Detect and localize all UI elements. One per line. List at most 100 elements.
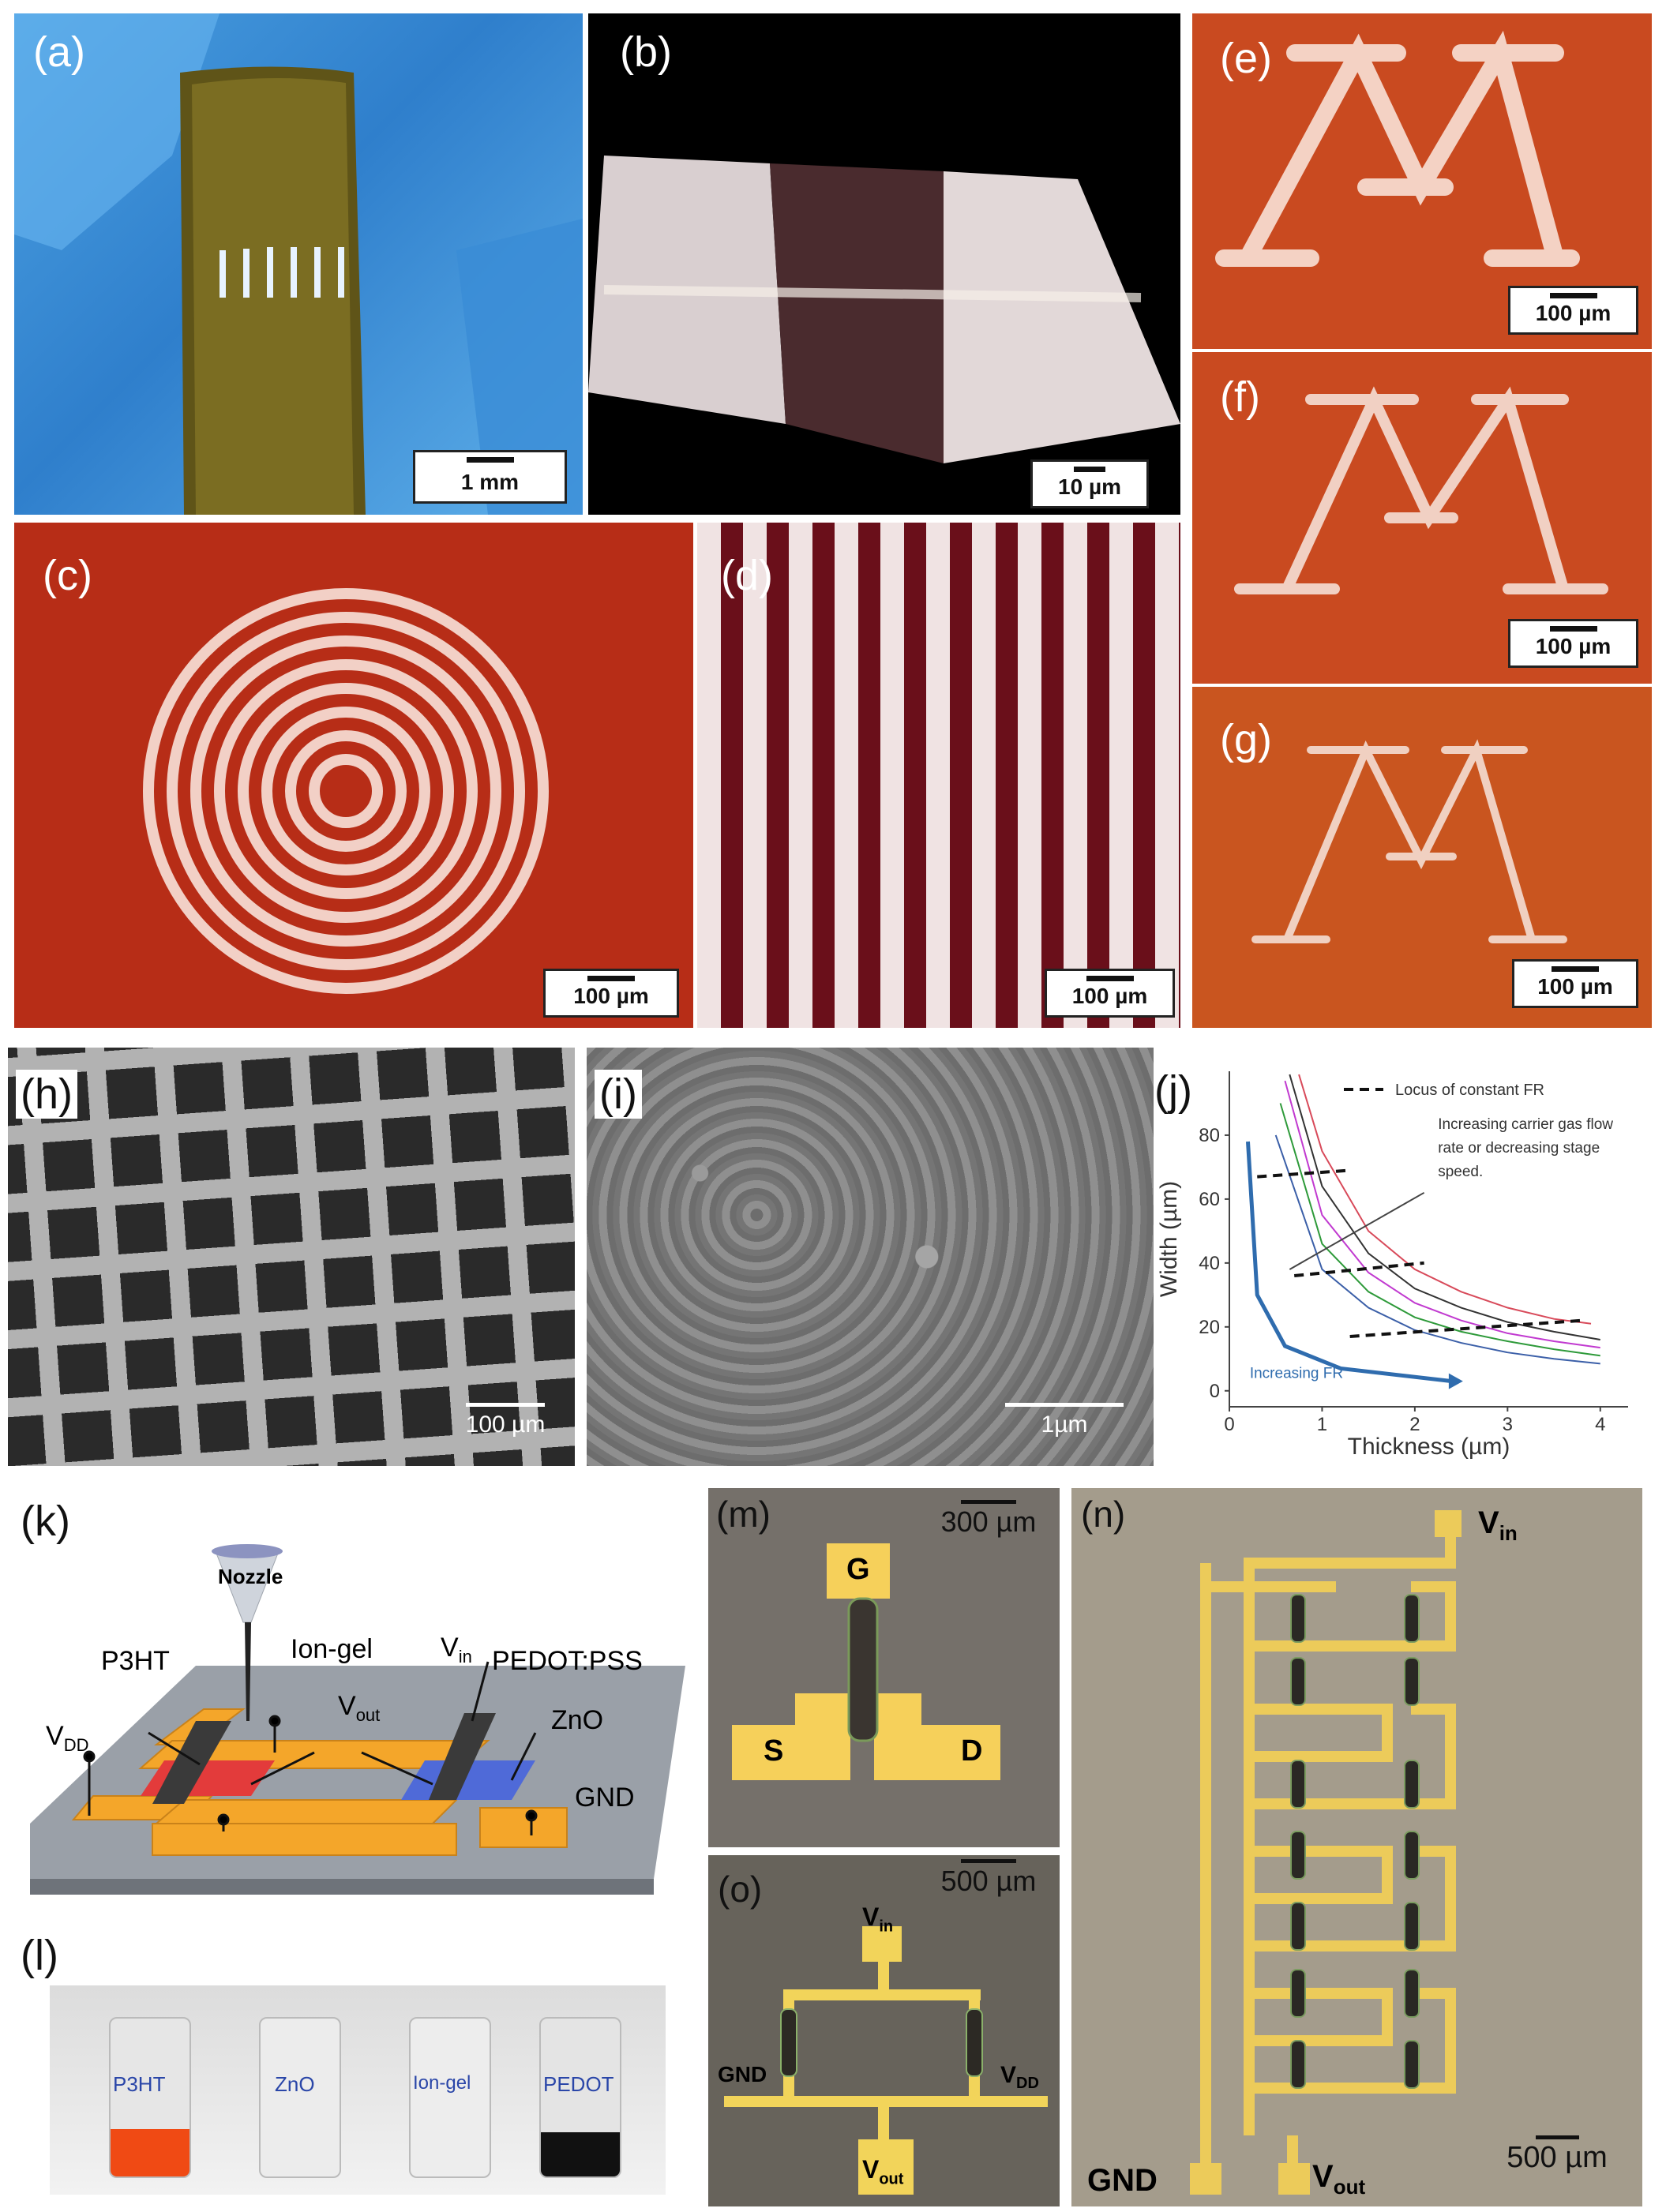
x-tick-label: 0 [1224, 1414, 1234, 1435]
y-axis-label: Width (µm) [1156, 1181, 1182, 1297]
legend-label: Locus of constant FR [1395, 1082, 1544, 1099]
vial-ion-gel [409, 2017, 491, 2178]
panel-d-label: (d) [721, 552, 773, 599]
panel-n-label: (n) [1081, 1494, 1126, 1535]
y-tick-label: 80 [1199, 1125, 1220, 1146]
fr-annotation: Increasing FR [1250, 1366, 1343, 1382]
o-gnd-label: GND [718, 2062, 767, 2086]
panel-c: (c) 100 µm [14, 523, 693, 1028]
panel-m-transistor [732, 1543, 1000, 1780]
x-tick-label: 3 [1503, 1414, 1513, 1435]
panel-g-letter-m [1251, 739, 1567, 943]
panel-d-scale-bar: 100 µm [1045, 969, 1175, 1018]
panel-e: (e) 100 µm [1192, 13, 1652, 349]
panel-k: (k) Nozzle P3HT Ion-gel Vin PEDOT:PSS Zn… [14, 1484, 693, 1926]
panel-a-scale-bar: 1 mm [413, 450, 567, 504]
panel-h-scale-bar: 100 µm [454, 1403, 557, 1438]
panel-n-ring-oscillator [1190, 1510, 1462, 2195]
flow-annotation-line: rate or decreasing stage [1438, 1140, 1600, 1157]
y-tick-label: 0 [1210, 1381, 1220, 1402]
panel-j-label: (j) [1154, 1067, 1192, 1115]
zno-label: ZnO [551, 1705, 604, 1735]
drain-label: D [961, 1734, 983, 1768]
vial-p3ht [109, 2017, 191, 2178]
nozzle-label: Nozzle [218, 1565, 283, 1588]
increasing-fr-arrow [1245, 1141, 1453, 1384]
panel-a: (a) 1 mm [14, 13, 583, 515]
electrode-array [220, 247, 344, 298]
panel-b-label: (b) [620, 28, 672, 76]
vout-label: Vout [338, 1691, 381, 1725]
x-tick-label: 1 [1317, 1414, 1327, 1435]
panel-m-label: (m) [716, 1494, 771, 1535]
constant-fr-locus-1 [1294, 1261, 1424, 1278]
panel-o-scale-bar: 500 µm [921, 1859, 1056, 1898]
panel-b-image [588, 156, 1180, 463]
panel-n-scale-bar: 500 µm [1486, 2135, 1628, 2175]
ion-gel-label: Ion-gel [291, 1634, 373, 1664]
x-tick-label: 4 [1595, 1414, 1605, 1435]
o-vout-label: Vout [862, 2155, 904, 2188]
panel-b: (b) 10 µm [588, 13, 1180, 515]
vin-label: Vin [441, 1633, 472, 1666]
x-tick-label: 2 [1409, 1414, 1420, 1435]
panel-m-scale-bar: 300 µm [921, 1500, 1056, 1539]
panel-a-photo [14, 13, 583, 515]
n-gnd-label: GND [1087, 2163, 1158, 2198]
panel-i-label: (i) [595, 1070, 642, 1119]
panel-i: (i) 1µm [587, 1048, 1154, 1466]
panel-g-scale-bar: 100 µm [1512, 959, 1638, 1008]
panel-c-spiral [143, 588, 549, 994]
p3ht-label: P3HT [101, 1646, 170, 1676]
n-vin-label: Vin [1478, 1505, 1518, 1545]
panel-f-scale-bar: 100 µm [1508, 619, 1638, 668]
panel-c-label: (c) [43, 552, 92, 599]
o-vin-label: Vin [862, 1903, 894, 1936]
panel-k-schematic [30, 1544, 685, 1895]
constant-fr-locus-2 [1349, 1318, 1582, 1338]
gnd-label: GND [575, 1783, 635, 1813]
pedot-label: PEDOT:PSS [492, 1646, 643, 1676]
series-line-0 [1274, 1134, 1600, 1365]
series-line-3 [1289, 1074, 1600, 1340]
panel-h: (h) 100 µm [8, 1048, 575, 1466]
vdd-label: VDD [46, 1721, 89, 1755]
series-line-1 [1279, 1103, 1600, 1357]
n-vout-label: Vout [1312, 2159, 1366, 2199]
panel-f-label: (f) [1220, 373, 1260, 421]
o-vdd-label: VDD [1000, 2062, 1039, 2092]
panel-o-label: (o) [718, 1869, 763, 1910]
vial-label-ion-gel: Ion-gel [413, 2072, 471, 2094]
panel-c-scale-bar: 100 µm [543, 969, 679, 1018]
vial-zno [259, 2017, 341, 2178]
panel-g-label: (g) [1220, 716, 1272, 763]
panel-l: (l) P3HT ZnO Ion-gel PEDOT [14, 1926, 693, 2210]
panel-e-letter-m [1215, 30, 1580, 267]
vial-label-p3ht: P3HT [113, 2072, 166, 2096]
panel-k-label: (k) [21, 1498, 70, 1545]
panel-m: (m) 300 µm G S D [708, 1488, 1060, 1847]
source-label: S [764, 1734, 784, 1768]
vial-label-pedot: PEDOT [543, 2072, 614, 2096]
panel-f-letter-m [1234, 386, 1608, 594]
panel-d: (d) 100 µm [697, 523, 1180, 1028]
panel-o: (o) 500 µm Vin GND VDD Vout [708, 1855, 1060, 2206]
increasing-fr-arrowhead [1448, 1373, 1463, 1389]
panel-e-scale-bar: 100 µm [1508, 286, 1638, 335]
flow-annotation-line: speed. [1438, 1164, 1483, 1180]
panel-a-label: (a) [33, 28, 85, 76]
flow-rate-arrow [1289, 1191, 1425, 1270]
vial-pedot [539, 2017, 621, 2178]
panel-n: (n) Vin GND Vout 500 µm [1071, 1488, 1642, 2206]
y-tick-label: 40 [1199, 1253, 1220, 1274]
series-line-2 [1284, 1080, 1600, 1349]
panel-f: (f) 100 µm [1192, 352, 1652, 684]
gate-label: G [846, 1553, 870, 1586]
panel-b-scale-bar: 10 µm [1030, 459, 1149, 508]
panel-l-label: (l) [21, 1932, 58, 1979]
panel-i-scale-bar: 1µm [1005, 1403, 1124, 1438]
flow-annotation-line: Increasing carrier gas flow [1438, 1116, 1613, 1133]
y-tick-label: 60 [1199, 1189, 1220, 1210]
